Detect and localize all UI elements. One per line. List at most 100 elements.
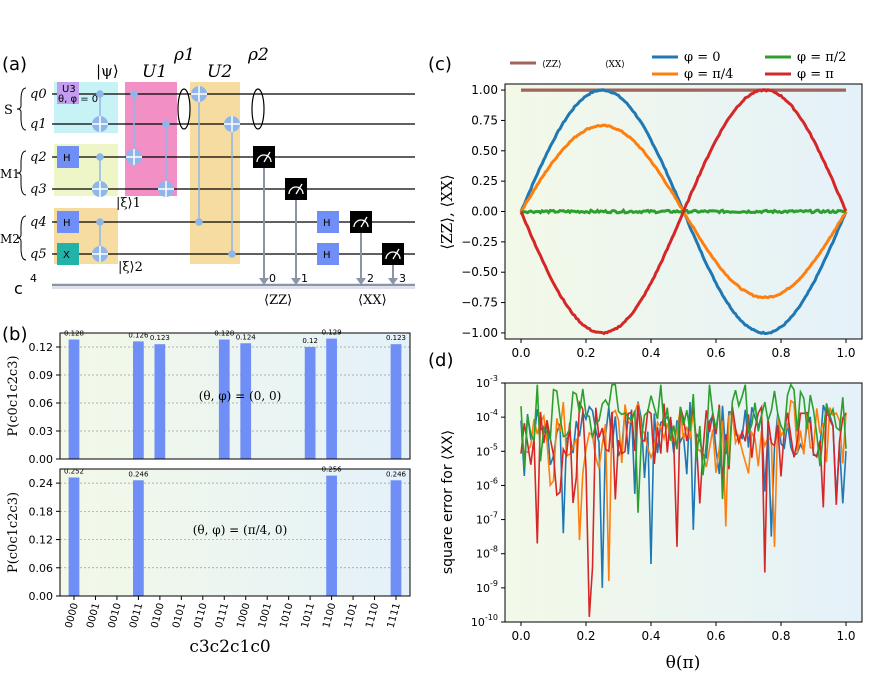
plot-d-x-label: θ(π)	[666, 653, 701, 673]
h-gate-q4-label: H	[63, 218, 71, 229]
plot-c-ytick-label: −0.25	[461, 235, 498, 249]
bar-xtick-label: 1011	[300, 602, 317, 629]
legend-label: φ = π/2	[797, 50, 846, 65]
plot-d-xtick-label: 0.8	[771, 629, 790, 643]
bar-annotation: (θ, φ) = (0, 0)	[199, 389, 282, 403]
readout-zz: ⟨ZZ⟩	[264, 293, 292, 308]
plot-d-ytick-label: 10-10	[471, 613, 498, 629]
bar-value-label: 0.246	[386, 470, 407, 478]
circuit-panel: (a) q0 q1 q2 q3 q4 q5	[0, 45, 415, 308]
h-gate-q5-final	[317, 243, 339, 265]
plot-d-frame	[504, 382, 863, 623]
panel-label-a: (a)	[2, 54, 27, 75]
plot-d-ytick-label: 10-3	[476, 374, 498, 390]
bar-x-axis-label: c3c2c1c0	[189, 637, 270, 657]
bar-xtick-label: 0010	[107, 602, 124, 629]
plot-c-xtick-label: 0.0	[511, 346, 530, 360]
plot-c-ytick-label: −0.75	[461, 296, 498, 310]
legend-label: φ = π	[797, 67, 834, 82]
bar-0011	[133, 341, 144, 459]
plot-d-ytick-label: 10-6	[476, 476, 498, 492]
h-gate-q2	[57, 146, 79, 168]
bar-0000	[68, 477, 80, 596]
bar-xtick-label: 0101	[171, 602, 188, 629]
bar-ytick-label: 0.00	[29, 453, 54, 466]
bar-ytick-label: 0.09	[29, 369, 54, 382]
bar-0000	[68, 339, 80, 459]
plot-c-y-label: ⟨ZZ⟩, ⟨XX⟩	[438, 174, 456, 249]
plot-c-xtick-label: 1.0	[836, 346, 855, 360]
bar-ytick-label: 0.03	[29, 425, 54, 438]
meas-index-0: 0	[269, 272, 276, 285]
expectation-panel: (c) ⟨ZZ⟩⟨XX⟩φ = 0φ = π/4φ = π/2φ = π 1.0…	[428, 50, 863, 360]
panel-label-c: (c)	[428, 54, 452, 75]
plot-d-xtick-label: 1.0	[836, 629, 855, 643]
bar-y-axis-label: P(c0c1c2c3)	[6, 355, 21, 436]
h-gate-q4	[57, 211, 79, 233]
plot-c-xtick-label: 0.4	[641, 346, 660, 360]
bar-plot-bg	[60, 333, 410, 459]
bar-value-label: 0.123	[150, 334, 170, 342]
legend-label: ⟨XX⟩	[605, 60, 625, 70]
plot-d-ytick-label: 10-5	[476, 442, 498, 458]
plot-d-y-label: square error for ⟨XX⟩	[440, 430, 456, 574]
plot-d-xtick-label: 0.6	[706, 629, 725, 643]
xi1-label: |ξ⟩1	[116, 196, 141, 211]
h-gate-q2-label: H	[63, 153, 71, 164]
bar-plot-bg	[60, 469, 410, 596]
bar-value-label: 0.246	[128, 470, 149, 478]
meas-index-1: 1	[301, 272, 308, 285]
bar-value-label: 0.256	[322, 466, 343, 474]
plot-c-ytick-label: 0.00	[471, 205, 498, 219]
bar-value-label: 0.128	[64, 330, 84, 338]
psi-label: |ψ⟩	[96, 62, 119, 80]
qubit-label-q3: q3	[30, 182, 47, 197]
bar-1100	[326, 338, 337, 459]
plot-c-ytick-label: −0.50	[461, 265, 498, 279]
bar-ytick-label: 0.06	[29, 562, 54, 575]
x-gate-q5	[57, 243, 79, 265]
bar-value-label: 0.12	[302, 337, 318, 345]
qubit-label-q5: q5	[30, 247, 47, 262]
group-label-m1: M1	[0, 167, 20, 181]
plot-d-xtick-label: 0.0	[511, 629, 530, 643]
legend-label: φ = π/4	[684, 67, 733, 82]
u3-gate-label: U3	[62, 84, 76, 95]
bar-ytick-label: 0.06	[29, 397, 54, 410]
classical-label: c	[14, 279, 23, 298]
panel-label-b: (b)	[2, 324, 27, 345]
legend-c: ⟨ZZ⟩⟨XX⟩φ = 0φ = π/4φ = π/2φ = π	[510, 50, 846, 82]
bar-ytick-label: 0.12	[29, 341, 54, 354]
bar-plot-frame	[59, 468, 411, 597]
bar-xtick-label: 0001	[85, 602, 102, 629]
bar-1100	[326, 475, 337, 596]
bar-0100	[154, 344, 166, 459]
rho1-label: ρ1	[173, 45, 195, 65]
plot-c: 1.00 0.75 0.50 0.25 0.00 −0.25 −0.50 −0.75 −1.00…	[461, 83, 863, 360]
plot-c-ytick-label: 0.25	[471, 174, 498, 188]
plot-c-xtick-label: 0.8	[771, 346, 790, 360]
bar-1000	[240, 343, 252, 459]
bar-xtick-label: 1111	[386, 602, 403, 629]
error-series-line	[520, 399, 847, 582]
qubit-label-q2: q2	[30, 150, 47, 165]
group-label-s: S	[4, 103, 13, 118]
plot-d-ytick-label: 10-8	[476, 545, 498, 561]
bar-xtick-label: 1101	[343, 602, 360, 629]
bar-1111	[390, 480, 402, 596]
plot-c-ytick-label: 0.75	[471, 113, 498, 127]
bar-annotation: (θ, φ) = (π/4, 0)	[193, 523, 288, 537]
bar-value-label: 0.128	[214, 330, 234, 338]
bar-ytick-label: 0.00	[29, 590, 54, 603]
plot-c-ytick-label: 1.00	[471, 83, 498, 97]
bar-0111	[218, 339, 230, 459]
bar-xtick-label: 0000	[64, 602, 81, 629]
rho1-marker	[177, 88, 191, 130]
rho2-label: ρ2	[247, 45, 269, 65]
plot-d-ytick-label: 10-4	[476, 408, 498, 424]
plot-c-ytick-label: 0.50	[471, 144, 498, 158]
plot-c-ytick-label: −1.00	[461, 326, 498, 340]
